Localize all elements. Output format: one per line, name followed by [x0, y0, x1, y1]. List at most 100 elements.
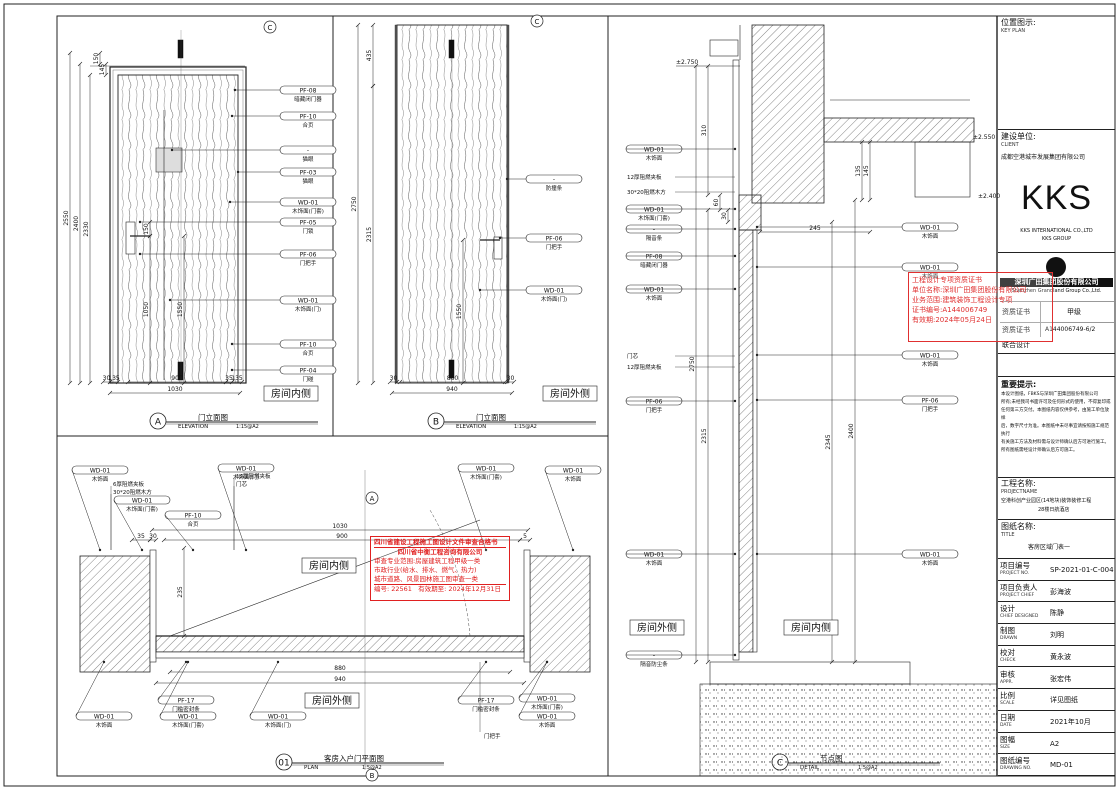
- dim-tick: [161, 537, 167, 543]
- section-mark-c: C: [268, 24, 273, 32]
- row-label-en: CHECK: [1000, 657, 1016, 663]
- level-2550: ±2.550: [973, 134, 995, 141]
- dim-30: 30: [103, 375, 111, 382]
- cert-stamp: 工程设计专项资质证书 单位名称:深圳广田集团股份有限公司 业务范围:建筑装饰工程…: [908, 272, 1053, 342]
- cert-line: 单位名称:深圳广田集团股份有限公司: [912, 286, 1027, 294]
- tag-a-3: PF-03: [300, 169, 317, 176]
- row-label-en: PROJECT CHIEF: [1000, 592, 1035, 598]
- tag-leader: [157, 661, 187, 701]
- wall-right: [529, 555, 591, 673]
- drawing-title-cell: 图纸名称: TITLE 客房区域门表一: [998, 520, 1115, 559]
- side-label-a: 房间内侧: [271, 387, 311, 400]
- dim-tick: [725, 207, 731, 213]
- tag-a-0: PF-08: [300, 87, 317, 94]
- tag-leader-dot: [186, 660, 190, 664]
- dim-2400: 2400: [73, 216, 80, 231]
- tag-leader-dot: [484, 548, 488, 552]
- tag-leader: [164, 514, 194, 551]
- dim-2750: 2750: [351, 196, 358, 211]
- tag-desc: 暗藏闭门器: [640, 261, 668, 269]
- section-cut-bottom-b: [448, 359, 455, 379]
- dim-2550: 2550: [63, 210, 70, 225]
- side-label-b: 房间外侧: [550, 387, 590, 400]
- dim-tick: [370, 22, 376, 28]
- stamp-line: 四川省中衡工程咨询有限公司: [397, 548, 483, 556]
- project-cell: 工程名称: PROJECTNAME 空港科创产业园区(14地块)装饰装修工程 2…: [998, 477, 1115, 520]
- dim-tick: [115, 379, 121, 385]
- dim-tick: [705, 659, 711, 665]
- tag-desc: 合页: [302, 121, 314, 129]
- wall-mass-top: [751, 24, 825, 204]
- drawing-label: 图纸名称:: [1001, 522, 1036, 531]
- tag-desc: 门把手: [546, 243, 563, 251]
- partner-name: 深圳广田集团股份有限公司: [1000, 278, 1113, 287]
- tag-p-bot-2: WD-01: [178, 713, 199, 720]
- tag-leader: [75, 661, 105, 717]
- dim-900-p: 900: [336, 533, 348, 540]
- dim-30-c: 30: [721, 212, 728, 220]
- dim-435: 435: [366, 50, 373, 62]
- title-letter: A: [155, 418, 162, 428]
- dim-tick: [705, 63, 711, 69]
- dim-tick: [100, 379, 106, 385]
- tag-leader-dot: [733, 653, 737, 657]
- row-value: SP-2021-01-C-004: [1050, 566, 1114, 574]
- tag-p-bot-5: WD-01: [537, 695, 558, 702]
- stamp-line: 审查专业范围:房屋建筑工程甲级一类: [374, 557, 481, 565]
- row-value: 刘明: [1050, 631, 1064, 640]
- tag-c-right-3: PF-06: [922, 397, 939, 404]
- door-swing-arc: [429, 509, 471, 637]
- tag-c-right-2: WD-01: [920, 352, 941, 359]
- door-swing: [169, 519, 481, 637]
- dim-tick: [509, 390, 515, 396]
- row-label-en: DRAWN: [1000, 636, 1018, 642]
- title-letter: B: [433, 418, 439, 428]
- dim-1030-p: 1030: [332, 523, 347, 530]
- floor-slab: [699, 683, 998, 777]
- cert-line: 证书编号:A144006749: [912, 306, 988, 314]
- note-line: 任何第三方交付。本图纸内容仅供参考，由施工单位放样: [1001, 408, 1109, 421]
- tag-a-8: PF-10: [300, 341, 317, 348]
- tag-b-0: -: [553, 176, 555, 183]
- title-letter: C: [777, 759, 783, 769]
- dim-30-p: 30: [149, 533, 157, 540]
- tag-a-2: -: [307, 147, 309, 154]
- tag-c-left-5: PF-08: [646, 253, 663, 260]
- section-circle: [365, 768, 379, 782]
- dim-tick: [181, 545, 187, 551]
- tag-desc: 木饰面(门): [265, 721, 291, 729]
- dim-tick: [237, 390, 243, 396]
- tag-desc: 防撞条: [546, 184, 563, 192]
- dim-tick: [107, 390, 113, 396]
- title-circle: [275, 753, 293, 771]
- tag-desc: 门锁: [302, 227, 314, 235]
- dim-tick: [725, 219, 731, 225]
- notes-body: 本设计图纸，FBKS与深圳广田集团股份有限公司 所有;未经我司书面许可及任何形式…: [1001, 391, 1112, 455]
- dim-60: 60: [713, 199, 720, 207]
- cert-line: 有效期:2024年05月24日: [912, 316, 992, 324]
- tag-desc: 木饰面: [92, 475, 109, 483]
- tag-p-top-8: WD-01: [563, 467, 584, 474]
- tag-leader-dot: [755, 398, 759, 402]
- section-cut-top: [177, 39, 184, 59]
- dim-2315: 2315: [366, 227, 373, 242]
- tag-desc: 猫眼: [302, 155, 314, 163]
- dim-tick: [67, 50, 73, 56]
- tag-leader-dot: [545, 660, 549, 664]
- tag-c-left-4: -: [653, 226, 655, 233]
- tag-leader-dot: [233, 88, 237, 92]
- stamp-valid: 有效期至: 2024年12月31日: [418, 585, 501, 593]
- door-leaf-plan: [155, 635, 525, 653]
- dim-tick: [507, 669, 513, 675]
- row-label-en: APPR.: [1000, 679, 1013, 685]
- dim-2315-c: 2315: [701, 428, 708, 443]
- threshold: [155, 651, 525, 659]
- tag-c-note-2: 30*20阻燃木方: [627, 188, 666, 196]
- tag-desc: 木饰面(门套): [470, 473, 502, 481]
- dim-tick: [717, 192, 723, 198]
- tag-leader-dot: [230, 368, 234, 372]
- dim-1050: 1050: [143, 302, 150, 317]
- tag-p-note-1: 6厚阻燃夹板: [113, 480, 144, 488]
- row-label-en: DATE: [1000, 722, 1012, 728]
